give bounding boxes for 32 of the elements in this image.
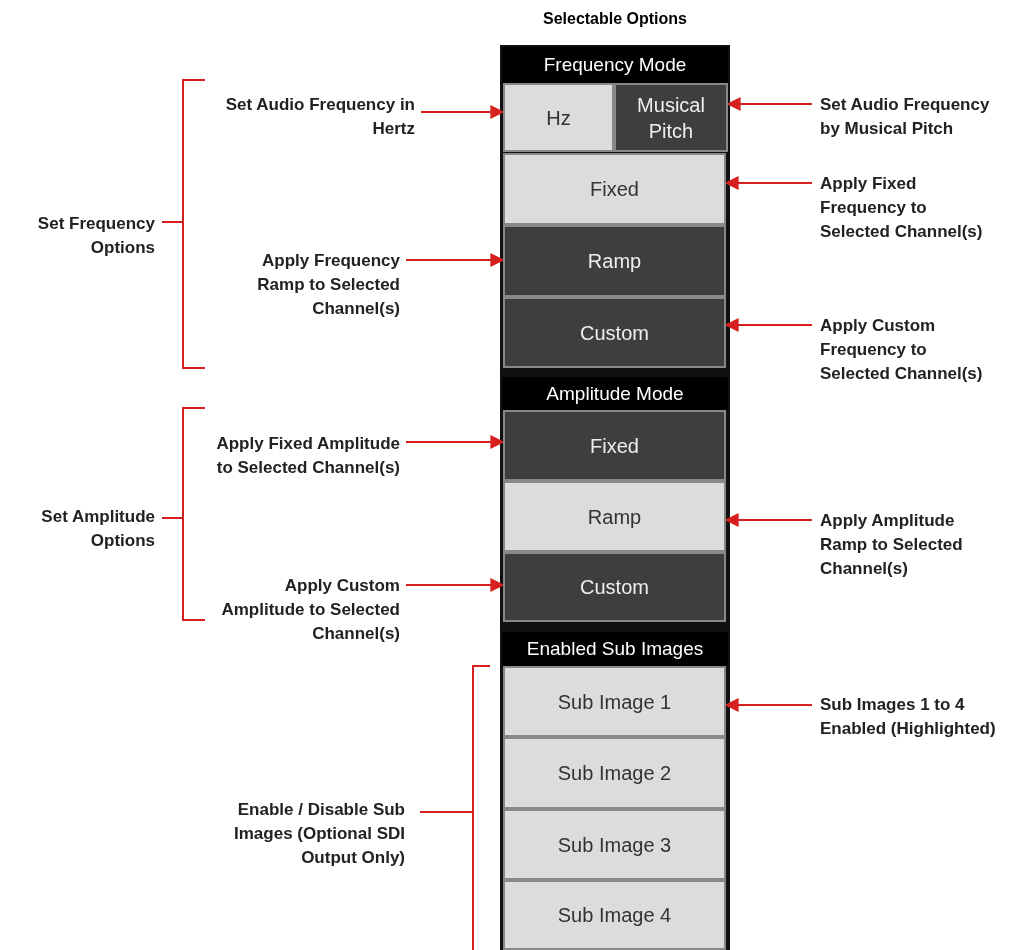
callout-text: Apply Custom Amplitude to Selected Channel(s): [215, 574, 400, 646]
arrow: [420, 105, 505, 119]
callout-text: Set Audio Frequency by Musical Pitch: [820, 93, 1010, 141]
callout-text: Set Audio Frequency in Hertz: [225, 93, 415, 141]
bracket-label: Enable / Disable Sub Images (Optional SDI Output Only): [233, 799, 405, 869]
panel-title: Selectable Options: [541, 10, 688, 28]
option-button: Ramp: [503, 225, 726, 297]
option-button: Sub Image 2: [503, 737, 726, 809]
bracket-label: Set Amplitude Options: [40, 506, 155, 552]
callout-text: Apply Fixed Frequency to Selected Channel(s): [820, 172, 1000, 244]
section-header: Amplitude Mode: [502, 377, 728, 410]
callout-text: Apply Frequency Ramp to Selected Channel(s): [215, 249, 400, 321]
callout-text: Apply Fixed Amplitude to Selected Channel(s): [215, 432, 400, 480]
option-button: Fixed: [503, 410, 726, 481]
arrow: [405, 253, 505, 267]
option-button: Custom: [503, 552, 726, 622]
arrow: [405, 435, 505, 449]
arrow: [405, 578, 505, 592]
option-button: Musical Pitch: [614, 83, 728, 152]
option-button: Custom: [503, 297, 726, 368]
bracket-label: Set Frequency Options: [36, 213, 155, 259]
section-header: Enabled Sub Images: [502, 632, 728, 666]
section-header: Frequency Mode: [502, 47, 728, 83]
callout-text: Sub Images 1 to 4 Enabled (Highlighted): [820, 693, 1000, 741]
callout-text: Apply Amplitude Ramp to Selected Channel(s): [820, 509, 1000, 581]
option-button: Hz: [503, 83, 614, 152]
option-button: Sub Image 4: [503, 880, 726, 950]
option-button: Fixed: [503, 153, 726, 225]
option-button: Ramp: [503, 481, 726, 552]
option-button: Sub Image 3: [503, 809, 726, 880]
callout-text: Apply Custom Frequency to Selected Channel(s): [820, 314, 1000, 386]
option-button: Sub Image 1: [503, 666, 726, 737]
